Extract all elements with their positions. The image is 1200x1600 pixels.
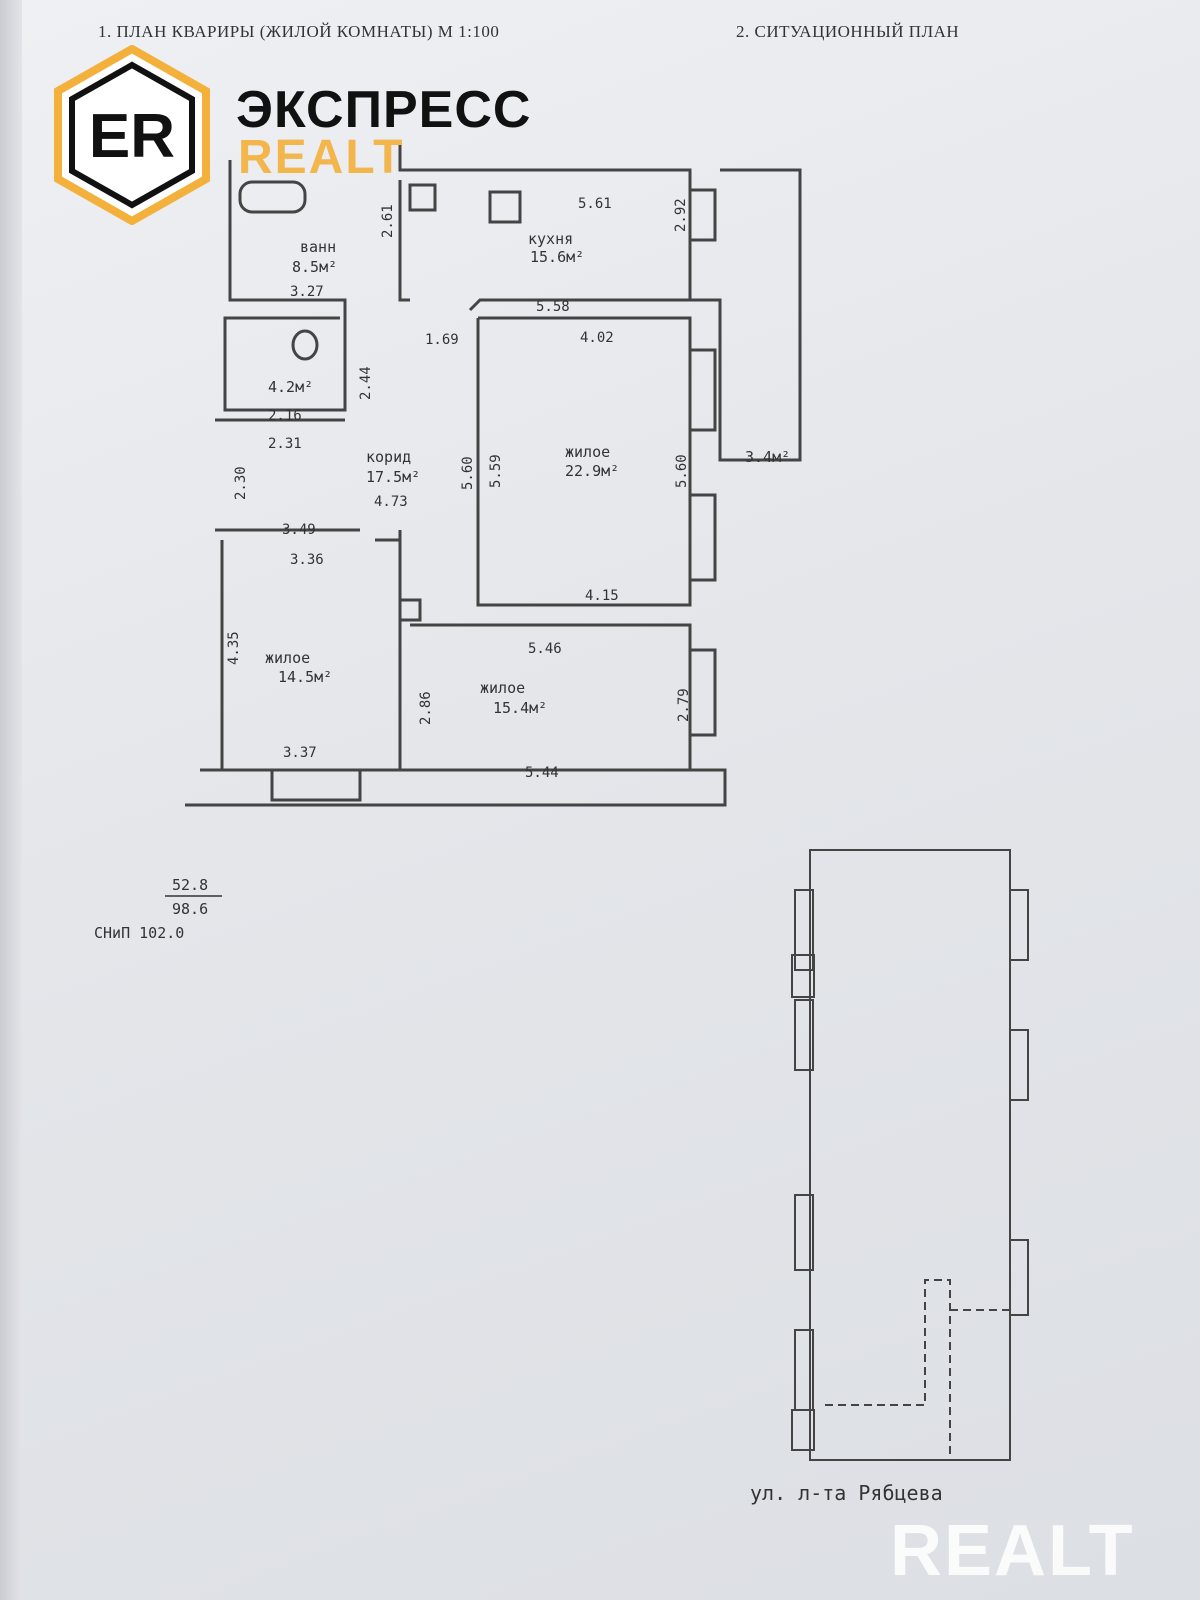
dim: 5.58 [536, 299, 570, 315]
dim: 5.60 [674, 454, 690, 488]
room-living1-area: 22.9м² [565, 462, 619, 480]
dim: 5.46 [528, 641, 562, 657]
dim: 5.59 [488, 454, 504, 488]
paper-edge [0, 0, 22, 1600]
site-plan-title: 2. СИТУАЦИОННЫЙ ПЛАН [736, 22, 960, 41]
dim: 2.31 [268, 436, 302, 452]
dim: 2.79 [676, 688, 692, 722]
dim: 3.37 [283, 745, 317, 761]
plan-title: 1. ПЛАН КВАРИРЫ (ЖИЛОЙ КОМНАТЫ) М 1:100 [98, 22, 500, 41]
dim: 5.44 [525, 765, 559, 781]
dim: 2.86 [418, 691, 434, 725]
brand-subname: REALT [238, 131, 405, 184]
dim: 2.61 [380, 204, 396, 238]
room-living1-name: жилое [565, 443, 610, 461]
dim: 2.44 [358, 366, 374, 400]
dimensions: 5.61 2.92 2.61 3.27 5.58 1.69 4.02 2.44 … [226, 196, 692, 781]
snip-area: СНиП 102.0 [94, 924, 184, 942]
room-hall-name: корид [366, 448, 411, 466]
dim: 4.35 [226, 631, 242, 665]
room-wc-area: 4.2м² [268, 378, 313, 396]
dim: 3.27 [290, 284, 324, 300]
site-building-outline [791, 849, 1029, 1461]
room-living2-name: жилое [265, 649, 310, 667]
dim: 5.60 [460, 456, 476, 490]
room-bath-name: ванн [300, 238, 336, 256]
room-kitchen-area: 15.6м² [530, 248, 584, 266]
room-balcony-area: 3.4м² [745, 448, 790, 466]
room-bath-area: 8.5м² [292, 258, 337, 276]
dim: 5.61 [578, 196, 612, 212]
logo-mark: ER [89, 102, 175, 171]
dim: 2.16 [268, 408, 302, 424]
express-realt-logo-icon: ER [54, 45, 210, 225]
dim: 4.73 [374, 494, 408, 510]
realt-watermark: REALT [890, 1511, 1135, 1591]
dim: 4.02 [580, 330, 614, 346]
brand-name: ЭКСПРЕСС [236, 81, 532, 139]
room-kitchen-name: кухня [528, 230, 573, 248]
total-area: 98.6 [172, 900, 208, 918]
dim: 4.15 [585, 588, 619, 604]
area-totals: 52.8 98.6 СНиП 102.0 [94, 876, 222, 942]
room-hall-area: 17.5м² [366, 468, 420, 486]
dim: 2.92 [673, 198, 689, 232]
room-living2-area: 14.5м² [278, 668, 332, 686]
dim: 3.36 [290, 552, 324, 568]
dim: 1.69 [425, 332, 459, 348]
room-living3-area: 15.4м² [493, 699, 547, 717]
plan-walls [185, 145, 802, 807]
living-area-total: 52.8 [172, 876, 208, 894]
street-name: ул. л-та Рябцева [750, 1481, 943, 1505]
dim: 2.30 [233, 466, 249, 500]
dim: 3.49 [282, 522, 316, 538]
room-living3-name: жилое [480, 679, 525, 697]
